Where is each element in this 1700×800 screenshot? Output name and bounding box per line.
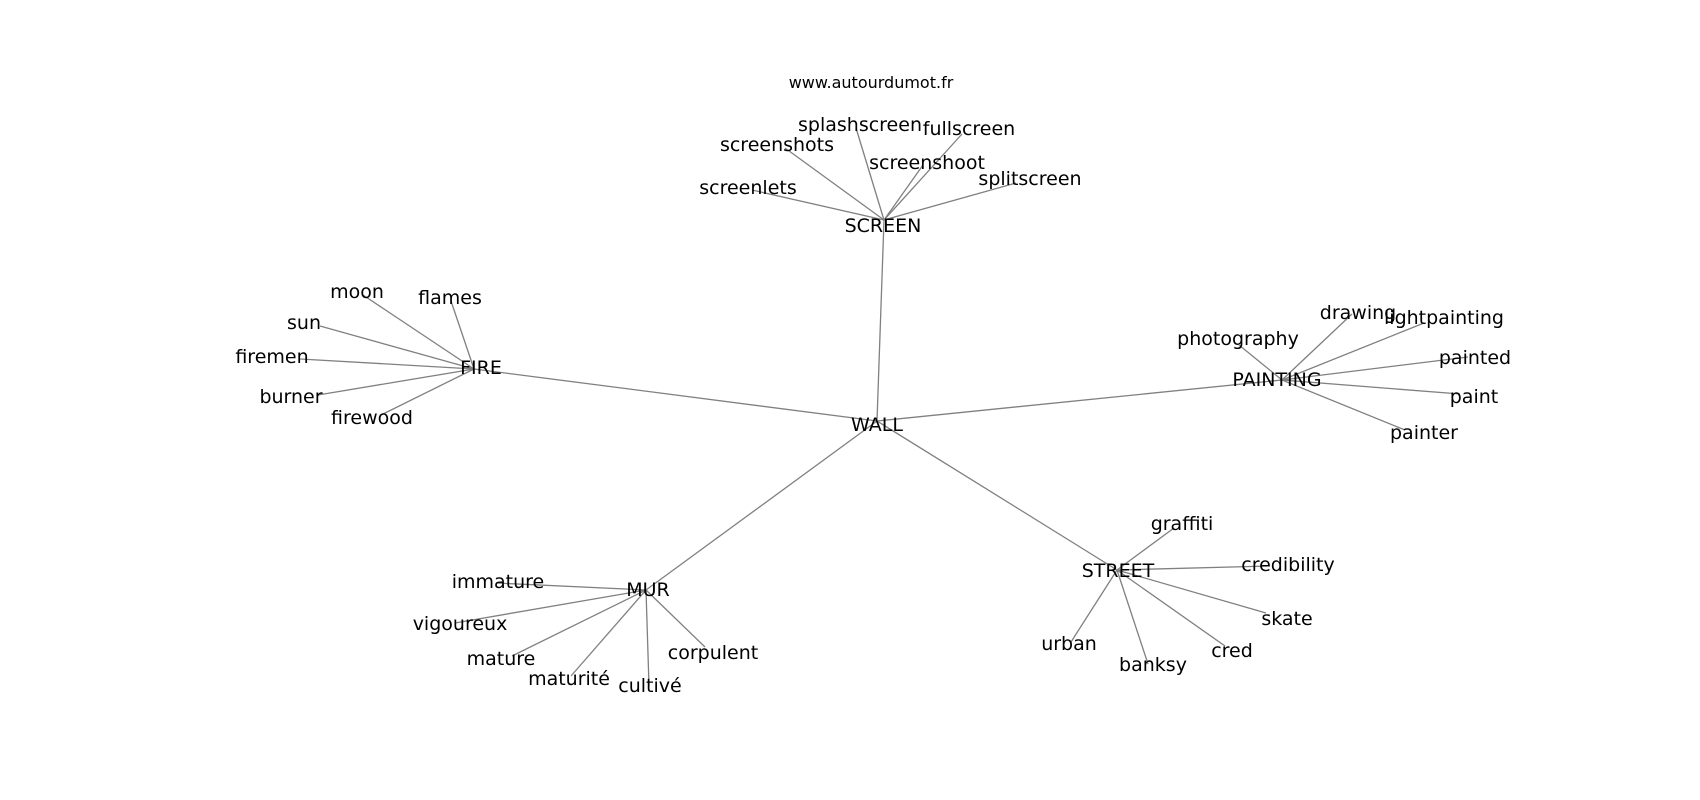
edge-fire-0 [362, 294, 475, 370]
node-root-wall[interactable]: WALL [851, 414, 903, 436]
edge-screen-2 [855, 127, 885, 221]
node-word-painting[interactable]: painter [1390, 422, 1458, 444]
edge-fire-2 [319, 325, 475, 370]
node-word-screen[interactable]: screenshots [720, 134, 834, 156]
node-word-fire[interactable]: sun [287, 312, 321, 334]
node-word-painting[interactable]: painted [1439, 347, 1511, 369]
node-word-fire[interactable]: flames [418, 287, 482, 309]
edge-mur-1 [454, 589, 647, 624]
edge-screen-1 [784, 147, 885, 221]
edge-screen-3 [883, 164, 924, 221]
edge-fire-1 [450, 300, 475, 370]
node-word-street[interactable]: credibility [1241, 554, 1334, 576]
node-word-painting[interactable]: lightpainting [1384, 307, 1504, 329]
node-word-painting[interactable]: photography [1177, 328, 1299, 350]
node-word-screen[interactable]: fullscreen [923, 118, 1015, 140]
node-word-screen[interactable]: screenshoot [869, 152, 985, 174]
node-word-screen[interactable]: splitscreen [978, 168, 1081, 190]
node-word-mur[interactable]: vigoureux [413, 613, 508, 635]
edge-fire-4 [317, 368, 475, 396]
edge-street-2 [1116, 569, 1267, 614]
node-hub-fire[interactable]: FIRE [460, 357, 502, 379]
edge-fire-5 [380, 368, 475, 416]
source-credit[interactable]: www.autourdumot.fr [789, 73, 954, 92]
node-word-mur[interactable]: maturité [528, 668, 610, 690]
node-hub-mur[interactable]: MUR [626, 579, 670, 601]
edge-root-mur [645, 420, 878, 591]
edge-street-4 [1116, 569, 1149, 665]
edge-fire-3 [299, 358, 475, 370]
edge-root-fire [473, 368, 878, 422]
edge-painting-2 [1281, 322, 1425, 381]
edge-street-3 [1116, 569, 1226, 647]
edge-root-painting [876, 379, 1283, 422]
labels-layer: WALL SCREEN screenlets screenshotssplashscr… [235, 114, 1511, 697]
edge-mur-0 [495, 582, 647, 591]
node-hub-screen[interactable]: SCREEN [845, 215, 922, 237]
edge-painting-1 [1281, 313, 1353, 381]
node-word-mur[interactable]: immature [452, 571, 545, 593]
edge-street-5 [1070, 569, 1118, 643]
node-word-fire[interactable]: moon [330, 281, 384, 303]
node-word-mur[interactable]: corpulent [668, 642, 758, 664]
node-word-street[interactable]: urban [1041, 633, 1097, 655]
edge-street-1 [1116, 565, 1271, 571]
node-word-street[interactable]: graffiti [1151, 513, 1214, 535]
edge-root-street [876, 420, 1118, 571]
node-word-mur[interactable]: mature [467, 648, 536, 670]
edge-root-screen [876, 219, 885, 422]
node-word-fire[interactable]: burner [259, 386, 322, 408]
edge-street-0 [1116, 527, 1175, 571]
node-word-painting[interactable]: paint [1450, 386, 1498, 408]
node-word-street[interactable]: banksy [1119, 654, 1187, 676]
node-word-street[interactable]: skate [1261, 608, 1312, 630]
node-word-fire[interactable]: firemen [235, 346, 308, 368]
edge-screen-5 [883, 182, 1017, 221]
node-word-street[interactable]: cred [1211, 640, 1253, 662]
node-hub-painting[interactable]: PAINTING [1232, 369, 1321, 391]
edge-screen-4 [883, 133, 963, 221]
edge-painting-0 [1238, 344, 1283, 381]
edge-screen-0 [751, 189, 885, 221]
node-word-mur[interactable]: cultivé [618, 675, 681, 697]
edge-painting-3 [1281, 356, 1469, 381]
node-word-screen[interactable]: screenlets [699, 177, 796, 199]
node-word-screen[interactable]: splashscreen [798, 114, 922, 136]
node-word-fire[interactable]: firewood [331, 407, 413, 429]
node-hub-street[interactable]: STREET [1082, 560, 1155, 582]
edge-painting-5 [1281, 379, 1406, 431]
node-word-painting[interactable]: drawing [1320, 302, 1396, 324]
edge-mur-4 [645, 589, 650, 687]
edges-layer [299, 127, 1469, 687]
edge-mur-3 [570, 589, 647, 677]
edge-mur-5 [645, 589, 706, 648]
edge-mur-2 [511, 589, 647, 657]
edge-painting-4 [1281, 379, 1461, 395]
